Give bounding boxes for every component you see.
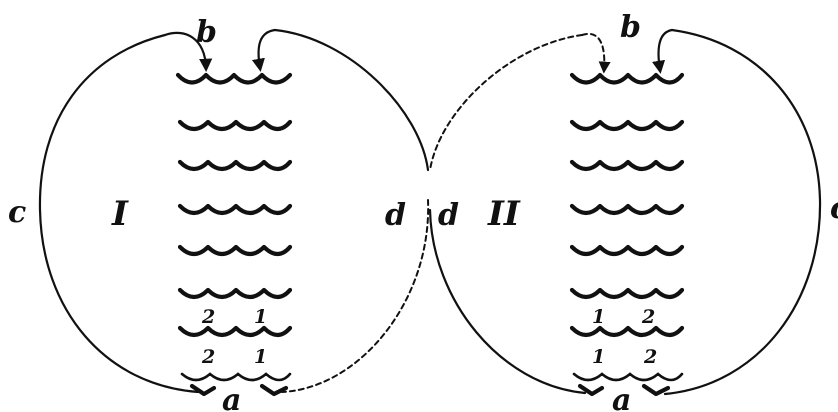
- right-scale-column: [572, 75, 682, 394]
- right-upper-num-2: 2: [641, 306, 655, 328]
- right-hook-arrow-1: [582, 34, 604, 70]
- right-label-a: a: [612, 383, 631, 412]
- right-dashed-arc: [430, 35, 582, 170]
- left-upper-num-1: 2: [201, 306, 215, 328]
- left-label-a: a: [222, 383, 241, 412]
- right-label-d: d: [438, 198, 459, 233]
- left-lower-num-1: 2: [201, 346, 215, 368]
- left-scale-column: [178, 75, 290, 394]
- right-inner-lower-arc: [430, 210, 585, 393]
- right-outer-loop: [665, 30, 820, 394]
- left-label-roman: I: [111, 194, 129, 234]
- right-label-b: b: [620, 10, 641, 45]
- left-inner-arc: [275, 30, 428, 170]
- left-label-b: b: [196, 15, 217, 50]
- right-lower-num-2: 2: [643, 346, 657, 368]
- left-figure: [40, 30, 428, 394]
- left-dashed-return: [282, 200, 428, 392]
- left-hook-arrow-2: [259, 30, 275, 68]
- right-hook-arrow-2: [659, 30, 673, 70]
- right-label-c: c: [830, 191, 838, 226]
- left-upper-num-2: 1: [254, 306, 267, 328]
- left-label-c: c: [8, 195, 26, 230]
- right-lower-num-1: 1: [592, 346, 605, 368]
- right-label-roman: II: [487, 194, 521, 234]
- left-label-d: d: [385, 198, 406, 233]
- left-lower-num-2: 1: [254, 346, 267, 368]
- right-upper-num-1: 1: [592, 306, 605, 328]
